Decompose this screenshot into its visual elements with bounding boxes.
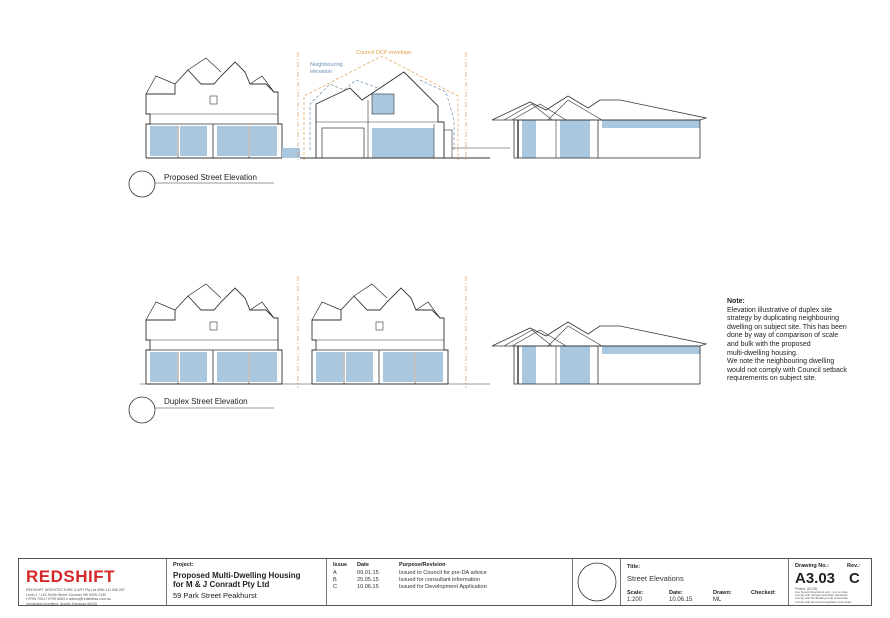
title-cell: Title: Street Elevations Scale: 1:200 Da… (621, 559, 789, 605)
council-envelope-label: Council DCP envelope (356, 50, 412, 56)
date-label: Date: (669, 590, 683, 596)
drawn-value: ML (713, 597, 722, 603)
note-line: strategy by duplicating neighbouring (727, 315, 840, 323)
checked-label: Checked: (751, 590, 776, 596)
project-label: Project: (173, 562, 194, 568)
note-line: would not comply with Council setback (727, 366, 847, 374)
issue-col: A B C (333, 570, 338, 590)
rev-label: Rev.: (847, 563, 861, 569)
drawing-number-label: Drawing No.: (795, 563, 829, 569)
title-block: REDSHIFT REDSHIFT ARCHITECTURE & ART Pty… (18, 558, 872, 606)
note-line: done by way of comparison of scale (727, 332, 839, 340)
elevation-title-proposed: Proposed Street Elevation (164, 173, 257, 182)
issue-header: Issue (333, 562, 348, 568)
rev-value: C (849, 570, 860, 587)
small-notes: Use figured dimensions only - do not sca… (795, 590, 852, 604)
note-block: Note: Elevation illustrative of duplex s… (727, 298, 867, 384)
drawn-label: Drawn: (713, 590, 732, 596)
project-address: 59 Park Street Peakhurst (173, 591, 257, 600)
firm-logo: REDSHIFT (26, 567, 115, 586)
note-line: and bulk with the proposed (727, 340, 811, 348)
scale-value: 1:200 (627, 597, 643, 603)
note-line: Elevation illustrative of duplex site (727, 306, 833, 314)
project-cell: Project: Proposed Multi-Dwelling Housing… (167, 559, 327, 605)
date-value: 10.06.15 (669, 597, 693, 603)
issues-cell: Issue Date Purpose/Revision A B C 09.01.… (327, 559, 573, 605)
north-point-icon (577, 562, 617, 602)
elevation-title-duplex: Duplex Street Elevation (164, 397, 248, 406)
neighbouring-elevation-label: Neighbouring elevation (310, 62, 343, 75)
note-line: We note the neighbouring dwelling (727, 358, 835, 366)
proposed-elevation (128, 52, 707, 198)
scale-label: Scale: (627, 590, 644, 596)
purpose-header: Purpose/Revision (399, 562, 446, 568)
firm-cell: REDSHIFT REDSHIFT ARCHITECTURE & ART Pty… (19, 559, 167, 606)
duplex-elevation (128, 276, 707, 424)
print-size: Printed: (A3:25) (795, 587, 818, 591)
project-name: Proposed Multi-Dwelling Housing for M & … (173, 571, 301, 589)
title-label: Title: (627, 564, 641, 570)
north-cell (573, 559, 621, 605)
purpose-col: Issued to Council for pre-DA advice Issu… (399, 570, 487, 590)
drawing-number-value: A3.03 (795, 570, 836, 587)
firm-details: REDSHIFT ARCHITECTURE & ART Pty Ltd ABN … (26, 588, 125, 606)
note-line: multi-dwelling housing. (727, 349, 798, 357)
date-col: 09.01.15 25.05.15 10.06.15 (357, 570, 379, 590)
note-line: requirements on subject site. (727, 375, 817, 383)
note-line: dwelling on subject site. This has been (727, 323, 847, 331)
note-heading: Note: (727, 298, 745, 305)
title-value: Street Elevations (627, 574, 684, 583)
date-header: Date (357, 562, 369, 568)
drawing-number-cell: Drawing No.: Rev.: A3.03 C Printed: (A3:… (789, 559, 871, 605)
